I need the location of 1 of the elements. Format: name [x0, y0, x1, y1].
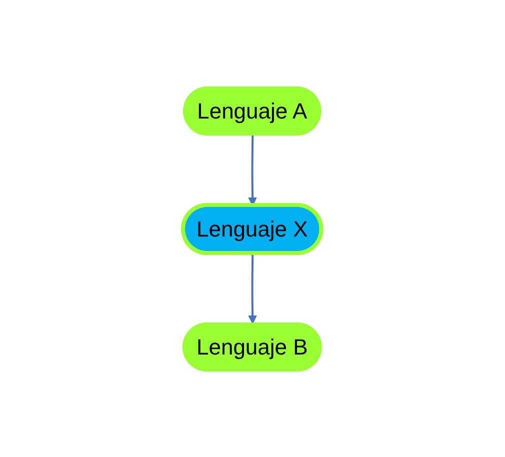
arrow — [248, 252, 258, 324]
